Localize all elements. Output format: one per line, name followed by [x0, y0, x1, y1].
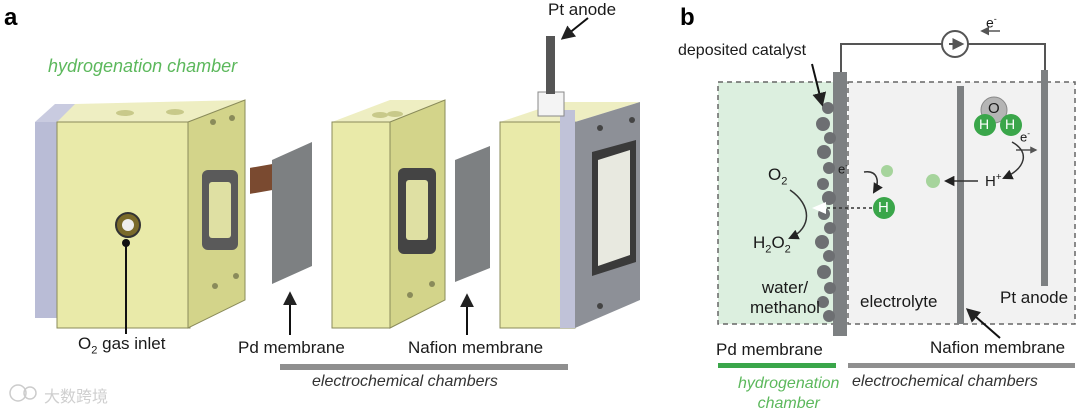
electron-label-catalyst: e- — [838, 160, 849, 177]
pt-anode-arrow — [560, 17, 589, 40]
proton-dot-2 — [926, 174, 940, 188]
pt-anode-wire — [1041, 70, 1048, 286]
water-h1-atom — [974, 114, 996, 136]
deposited-catalyst-label: deposited catalyst — [678, 42, 807, 59]
h-plus-label: H+ — [985, 172, 1002, 190]
hydrogenation-chamber-title: hydrogenation chamber — [48, 56, 238, 76]
o2-inlet-dot — [122, 239, 130, 247]
h2o2-label: H2O2 — [753, 233, 791, 256]
o2-label: O2 — [768, 165, 788, 188]
electrochemical-chambers-label-a: electrochemical chambers — [312, 373, 498, 390]
water-h1-label: H — [979, 116, 990, 132]
watermark-text: 大数跨境 — [44, 389, 109, 406]
water-h2-atom — [1000, 114, 1022, 136]
pt-anode-label-a: Pt anode — [548, 0, 617, 19]
electron-reaction-arrow — [863, 171, 883, 194]
o2-reduction-arrow — [788, 189, 808, 240]
electron-label-top: e- — [986, 14, 997, 31]
anode-chamber-block — [499, 36, 640, 329]
pt-anode-label-b: Pt anode — [1000, 288, 1069, 307]
water-h2-label: H — [1005, 116, 1016, 132]
pd-membrane — [833, 72, 847, 336]
middle-chamber-block — [331, 99, 446, 329]
catalyst-arrow — [811, 63, 827, 107]
nafion-membrane-label-b: Nafion membrane — [930, 338, 1066, 357]
proton-dot-1 — [881, 165, 893, 177]
h-atom-label: H — [878, 199, 889, 216]
panel-b-letter: b — [680, 4, 695, 31]
pd-membrane-label-a: Pd membrane — [238, 338, 345, 357]
electron-label-anode: e- — [1020, 128, 1031, 145]
hydrogenation-chamber-block — [35, 99, 246, 329]
nafion-membrane — [957, 86, 964, 324]
o2-gas-inlet-label: O2 gas inlet — [78, 334, 166, 357]
nafion-membrane-sheet — [455, 146, 490, 282]
h-atom-icon — [873, 197, 895, 219]
pd-membrane-label-b: Pd membrane — [716, 340, 823, 359]
water-o-label: O — [988, 100, 1000, 117]
pd-membrane-sheet — [272, 142, 312, 284]
electrochemical-chambers-label-b: electrochemical chambers — [852, 373, 1038, 390]
watermark-logo-icon — [9, 384, 27, 402]
nafion-membrane-label-a: Nafion membrane — [408, 338, 544, 357]
electrolyte-label: electrolyte — [860, 292, 938, 311]
electrochemical-bar-a — [280, 364, 568, 370]
h-transfer-arrowhead — [812, 202, 826, 214]
electrochemical-bar-b — [848, 363, 1075, 368]
hydrogenation-bar-b — [718, 363, 836, 368]
water-methanol-label: water/methanol — [750, 278, 820, 317]
pd-foil — [250, 163, 276, 194]
water-oxidation-arrow — [1002, 141, 1024, 180]
nafion-arrow-b — [965, 308, 1001, 339]
panel-a-letter: a — [4, 4, 18, 31]
deposited-catalyst-particles — [815, 102, 836, 322]
